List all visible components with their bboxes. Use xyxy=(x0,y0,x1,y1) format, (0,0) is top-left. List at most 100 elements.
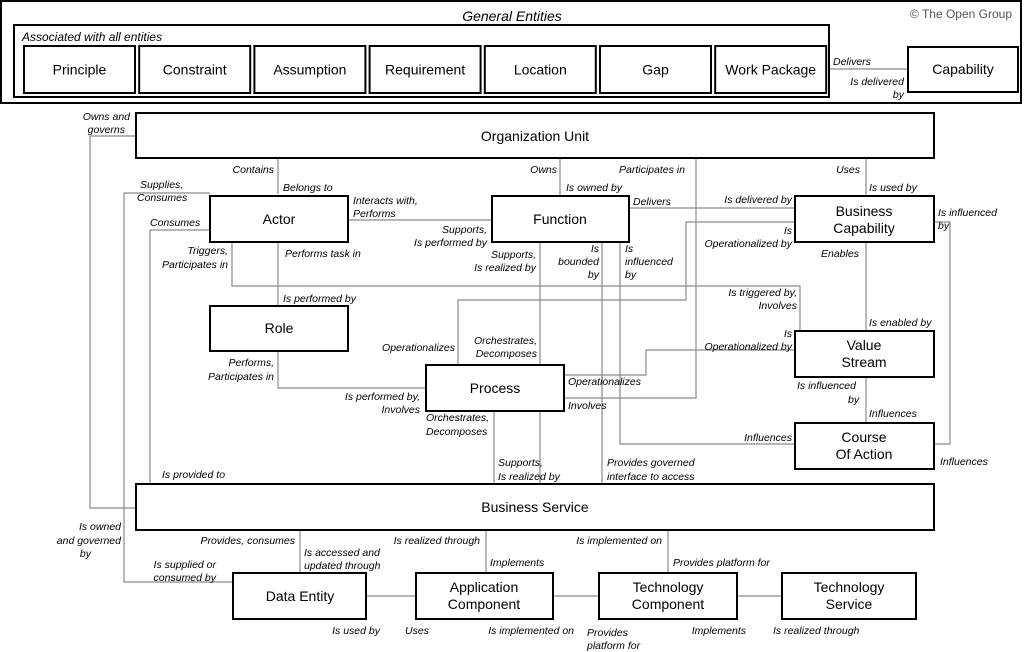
rel-is-realized-through: Is realized through xyxy=(394,535,481,547)
course-of-action-node[interactable]: Course Of Action xyxy=(794,422,935,470)
rel-is-owned-and-governed-2: and governed xyxy=(57,535,122,547)
general-entity-work-package[interactable]: Work Package xyxy=(714,45,828,94)
rel-uses: Uses xyxy=(836,164,861,176)
rel-delivers-cap: Delivers xyxy=(833,56,872,68)
rel-is-owned-and-governed-1: Is owned xyxy=(79,521,122,533)
rel-is-influenced-by-bc-1: Is influenced xyxy=(938,207,998,219)
rel-influences-right: Influences xyxy=(940,456,989,468)
technology-component-label-1: Technology xyxy=(633,579,704,595)
general-entity-boxes: Principle Constraint Assumption Requirement… xyxy=(23,45,828,94)
technology-service-node[interactable]: Technology Service xyxy=(781,572,917,620)
application-component-node[interactable]: Application Component xyxy=(415,572,554,620)
rel-triggers-2: Participates in xyxy=(162,259,228,271)
value-stream-label-1: Value xyxy=(847,337,882,353)
rel-is-influenced-by-func-2: influenced xyxy=(625,256,674,268)
general-entity-assumption[interactable]: Assumption xyxy=(253,45,367,94)
rel-is-influenced-by-vs-2: by xyxy=(848,394,860,406)
application-component-label-2: Component xyxy=(448,596,520,612)
actor-node[interactable]: Actor xyxy=(209,195,349,243)
rel-is-owned-and-governed-3: by xyxy=(80,548,92,560)
rel-is-influenced-by-vs-1: Is influenced xyxy=(797,380,857,392)
course-of-action-label-2: Of Action xyxy=(836,446,893,462)
technology-component-label-2: Component xyxy=(632,596,704,612)
rel-is-delivered-by-func: Is delivered by xyxy=(724,194,792,206)
general-entity-label: Principle xyxy=(53,62,107,78)
function-label: Function xyxy=(533,211,587,227)
general-entity-label: Assumption xyxy=(273,62,346,78)
rel-interacts-with-1: Interacts with, xyxy=(353,195,418,207)
rel-is-operationalized-by-bc-2: Operationalized by xyxy=(704,238,792,250)
process-label: Process xyxy=(470,380,521,396)
capability-node[interactable]: Capability xyxy=(907,46,1019,93)
general-entity-label: Requirement xyxy=(385,62,465,78)
rel-implements-tc: Implements xyxy=(692,625,747,637)
business-service-node[interactable]: Business Service xyxy=(135,483,935,531)
rel-supports-realized-bs-2: Is realized by xyxy=(498,471,561,483)
rel-is-influenced-by-func-3: by xyxy=(625,269,637,281)
general-entity-principle[interactable]: Principle xyxy=(23,45,136,94)
rel-is-delivered-by-cap-2: by xyxy=(893,89,905,101)
general-entities-subtitle: Associated with all entities xyxy=(21,30,162,44)
rel-orchestrates-bottom-1: Orchestrates, xyxy=(426,412,489,424)
rel-is-triggered-by-1: Is triggered by, xyxy=(728,287,797,299)
general-entity-label: Constraint xyxy=(163,62,227,78)
rel-involves: Involves xyxy=(568,400,607,412)
rel-interacts-with-2: Performs xyxy=(353,208,396,220)
business-capability-node[interactable]: Business Capability xyxy=(794,195,935,243)
rel-is-enabled-by: Is enabled by xyxy=(869,317,932,329)
general-entity-constraint[interactable]: Constraint xyxy=(138,45,252,94)
role-node[interactable]: Role xyxy=(209,305,349,352)
general-entity-label: Location xyxy=(514,62,567,78)
general-entity-gap[interactable]: Gap xyxy=(599,45,712,94)
rel-provides-governed-1: Provides governed xyxy=(607,457,696,469)
rel-operationalizes-left: Operationalizes xyxy=(382,342,456,354)
rel-owns-and-governs-2: governs xyxy=(88,124,126,136)
value-stream-node[interactable]: Value Stream xyxy=(794,330,935,378)
rel-is-influenced-by-func-1: Is xyxy=(625,243,634,255)
course-of-action-label-1: Course xyxy=(841,429,886,445)
rel-is-accessed-2: updated through xyxy=(304,560,381,572)
rel-is-supplied-2: consumed by xyxy=(154,572,217,584)
role-label: Role xyxy=(265,320,294,336)
rel-performs-task-in: Performs task in xyxy=(285,248,361,260)
rel-supports-realized-2: Is realized by xyxy=(474,262,537,274)
rel-is-performed-by-role: Is performed by xyxy=(283,293,357,305)
general-entities-title: General Entities xyxy=(462,8,562,24)
outer-frame xyxy=(0,0,1022,104)
rel-participates-in: Participates in xyxy=(619,164,685,176)
rel-is-operationalized-by-bc-1: Is xyxy=(784,225,793,237)
general-entity-location[interactable]: Location xyxy=(483,45,597,94)
general-entities-section: General Entities © The Open Group Associ… xyxy=(0,0,1022,104)
rel-is-accessed-1: Is accessed and xyxy=(304,547,381,559)
rel-provides-platform-for-tc-1: Provides xyxy=(587,627,629,639)
data-entity-label: Data Entity xyxy=(266,588,334,604)
technology-component-node[interactable]: Technology Component xyxy=(598,572,738,620)
rel-supplies-consumes-1: Supplies, xyxy=(140,179,183,191)
data-entity-node[interactable]: Data Entity xyxy=(232,572,367,620)
business-service-label: Business Service xyxy=(481,499,589,515)
rel-performs-role-1: Performs, xyxy=(228,357,274,369)
rel-is-operationalized-by-vs-2: Operationalized by xyxy=(704,341,792,353)
business-capability-label-1: Business xyxy=(836,203,893,219)
rel-is-triggered-by-2: Involves xyxy=(758,300,797,312)
rel-is-supplied-1: Is supplied or xyxy=(154,559,217,571)
rel-belongs-to: Belongs to xyxy=(283,182,333,194)
rel-supports-performed-2: Is performed by xyxy=(414,237,488,249)
rel-orchestrates-bottom-2: Decomposes xyxy=(426,426,488,438)
rel-supplies-consumes-2: Consumes xyxy=(137,192,188,204)
rel-implements-ac: Implements xyxy=(490,557,545,569)
organization-unit-node[interactable]: Organization Unit xyxy=(135,112,935,159)
rel-orchestrates-top-2: Decomposes xyxy=(476,348,538,360)
organization-unit-label: Organization Unit xyxy=(481,128,589,144)
actor-label: Actor xyxy=(263,211,296,227)
process-node[interactable]: Process xyxy=(425,364,565,412)
rel-is-used-by-de: Is used by xyxy=(332,625,381,637)
rel-triggers-1: Triggers, xyxy=(187,245,228,257)
function-node[interactable]: Function xyxy=(491,195,630,243)
rel-provides-platform-for-bs: Provides platform for xyxy=(673,557,770,569)
rel-is-performed-by-involves-2: Involves xyxy=(381,404,420,416)
rel-orchestrates-top-1: Orchestrates, xyxy=(474,335,537,347)
general-entity-requirement[interactable]: Requirement xyxy=(368,45,482,94)
capability-label: Capability xyxy=(932,61,993,77)
